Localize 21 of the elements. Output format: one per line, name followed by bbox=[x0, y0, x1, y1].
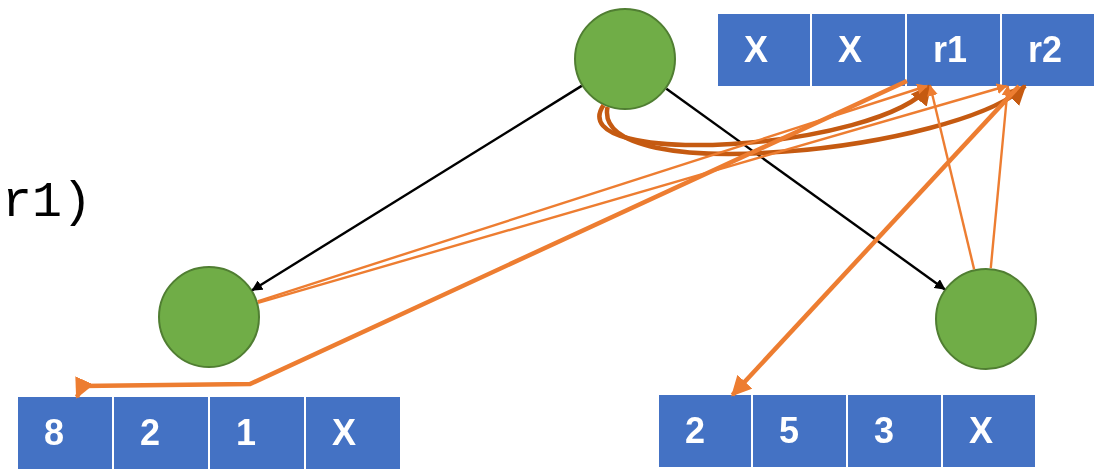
array-cell: 2 bbox=[114, 397, 208, 469]
array-cell: X bbox=[812, 14, 905, 86]
array-cell: 3 bbox=[848, 395, 941, 467]
array-cell: X bbox=[718, 14, 810, 86]
arrow bbox=[605, 84, 1027, 157]
arrow bbox=[597, 84, 932, 148]
array-cell: X bbox=[306, 397, 400, 469]
arrow bbox=[74, 79, 908, 399]
array-cell: X bbox=[943, 395, 1035, 467]
array-cell: 2 bbox=[659, 395, 751, 467]
arrow bbox=[251, 84, 583, 292]
code-text: r1) bbox=[2, 178, 92, 228]
array-cell: 8 bbox=[18, 397, 112, 469]
arrow bbox=[927, 84, 976, 270]
array-cell: 5 bbox=[753, 395, 846, 467]
arrow bbox=[665, 87, 946, 291]
arrow bbox=[989, 84, 1013, 269]
arrow bbox=[730, 84, 1021, 397]
array-cell: r1 bbox=[907, 14, 1000, 86]
array-cell: r2 bbox=[1002, 14, 1094, 86]
array-cell: 1 bbox=[210, 397, 304, 469]
